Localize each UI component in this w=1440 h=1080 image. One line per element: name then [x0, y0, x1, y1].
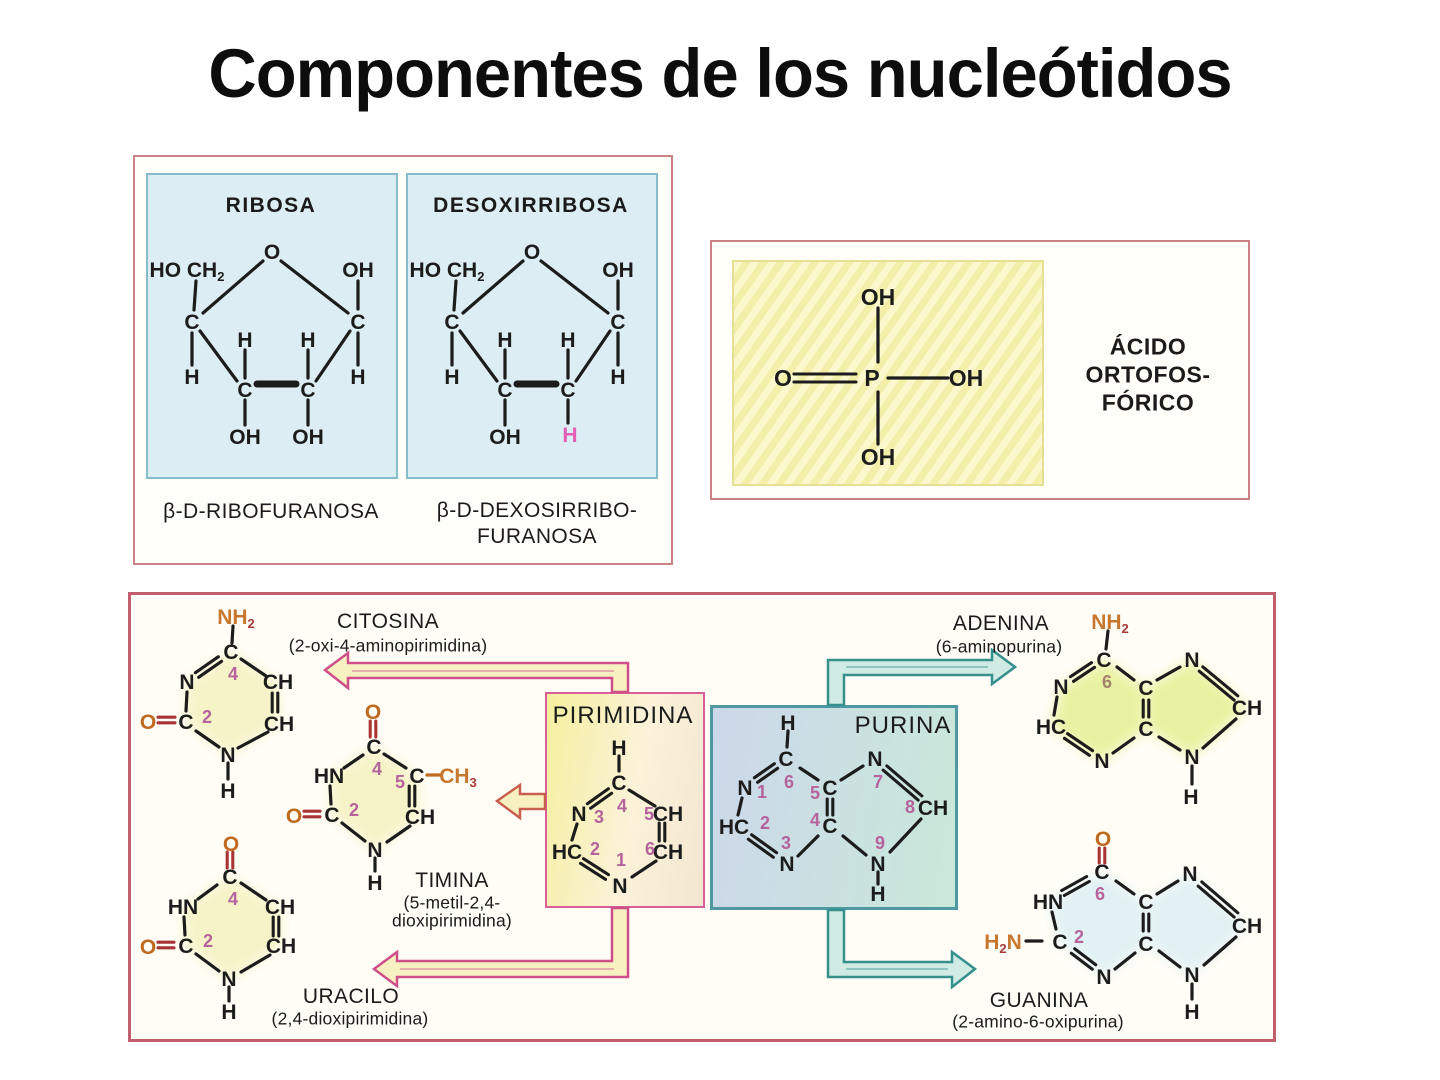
citosina-formula: (2-oxi-4-aminopirimidina): [288, 635, 488, 656]
uracilo-name: URACILO: [302, 985, 400, 1008]
phosphate-label-line3: FÓRICO: [1101, 389, 1195, 416]
desoxirribosa-title: DESOXIRRIBOSA: [433, 194, 629, 217]
guanina-name: GUANINA: [989, 989, 1089, 1012]
ribosa-caption: β-D-RIBOFURANOSA: [163, 500, 379, 523]
phosphoric-acid-structure-box: [732, 260, 1044, 486]
purina-box: [710, 705, 958, 910]
timina-formula-line2: dioxipirimidina): [392, 910, 512, 931]
ribosa-box: [146, 173, 398, 479]
desoxirribosa-box: [406, 173, 658, 479]
ribosa-title: RIBOSA: [225, 194, 317, 217]
uracilo-formula: (2,4-dioxipirimidina): [271, 1008, 429, 1029]
guanina-formula: (2-amino-6-oxipurina): [952, 1011, 1124, 1032]
desoxirribosa-caption-line2: FURANOSA: [477, 525, 597, 548]
pirimidina-title: PIRIMIDINA: [552, 702, 694, 729]
citosina-name: CITOSINA: [337, 610, 439, 633]
adenina-name: ADENINA: [952, 612, 1050, 635]
phosphate-panel: [710, 240, 1250, 500]
phosphate-label-line1: ÁCIDO: [1109, 333, 1187, 360]
adenina-formula: (6-aminopurina): [935, 636, 1063, 657]
purina-title: PURINA: [854, 712, 952, 739]
page-title: Componentes de los nucleótidos: [208, 35, 1232, 112]
timina-name: TIMINA: [415, 869, 489, 892]
desoxirribosa-caption-line1: β-D-DEXOSIRRIBO-: [436, 499, 638, 522]
phosphate-label-line2: ORTOFOS-: [1085, 361, 1211, 388]
